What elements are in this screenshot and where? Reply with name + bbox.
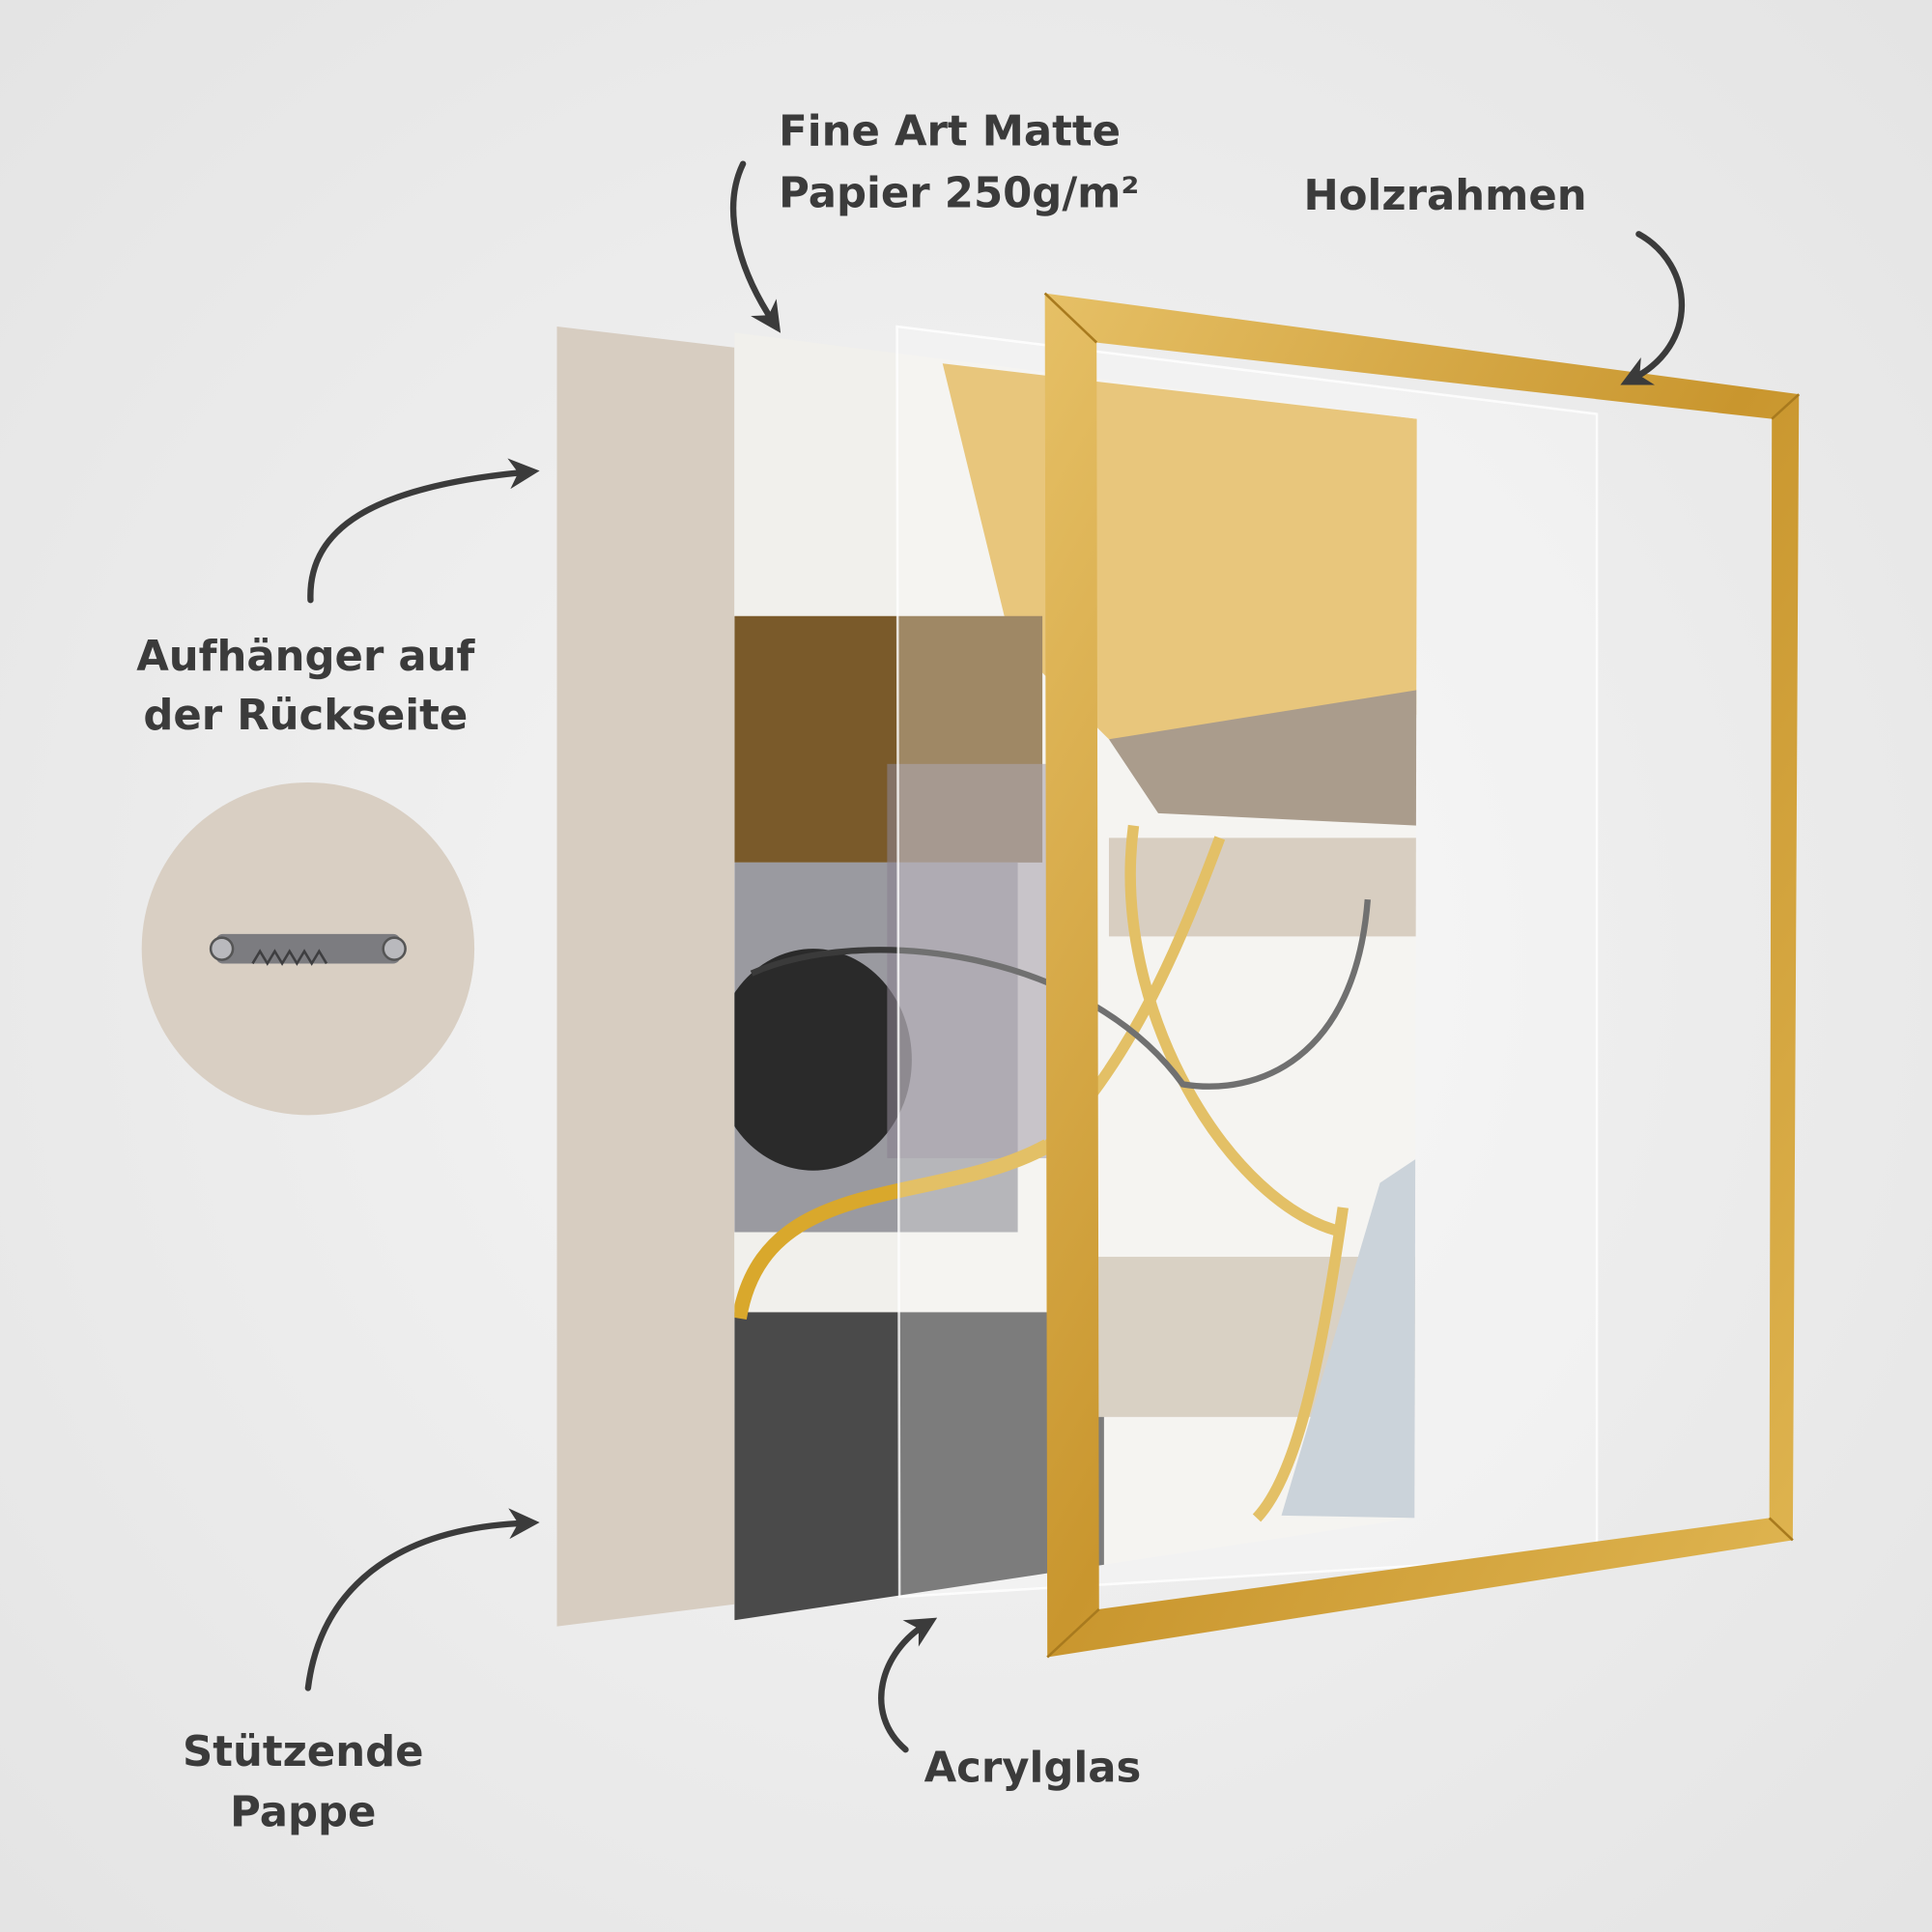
- cardboard-label-line1: Stützende: [183, 1728, 424, 1776]
- paper-label-line1: Fine Art Matte: [779, 108, 1121, 156]
- frame-label: Holzrahmen: [1303, 172, 1586, 220]
- paper-label-line2: Papier 250g/m²: [779, 169, 1139, 217]
- cardboard-backing: [556, 327, 735, 1627]
- cardboard-label-line2: Pappe: [230, 1788, 376, 1836]
- hanger-label-line1: Aufhänger auf: [136, 633, 475, 681]
- frame-arrow-icon: [1620, 231, 1686, 385]
- cardboard-arrow-icon: [304, 1508, 540, 1691]
- acrylic-glass: [895, 325, 1599, 1599]
- paper-arrow-icon: [729, 160, 781, 333]
- hanger-detail: [141, 781, 475, 1116]
- acrylic-arrow-icon: [878, 1617, 938, 1753]
- acrylic-label: Acrylglas: [924, 1744, 1142, 1792]
- hanger-label-line2: der Rückseite: [143, 692, 468, 740]
- hanger-arrow-icon: [307, 458, 540, 604]
